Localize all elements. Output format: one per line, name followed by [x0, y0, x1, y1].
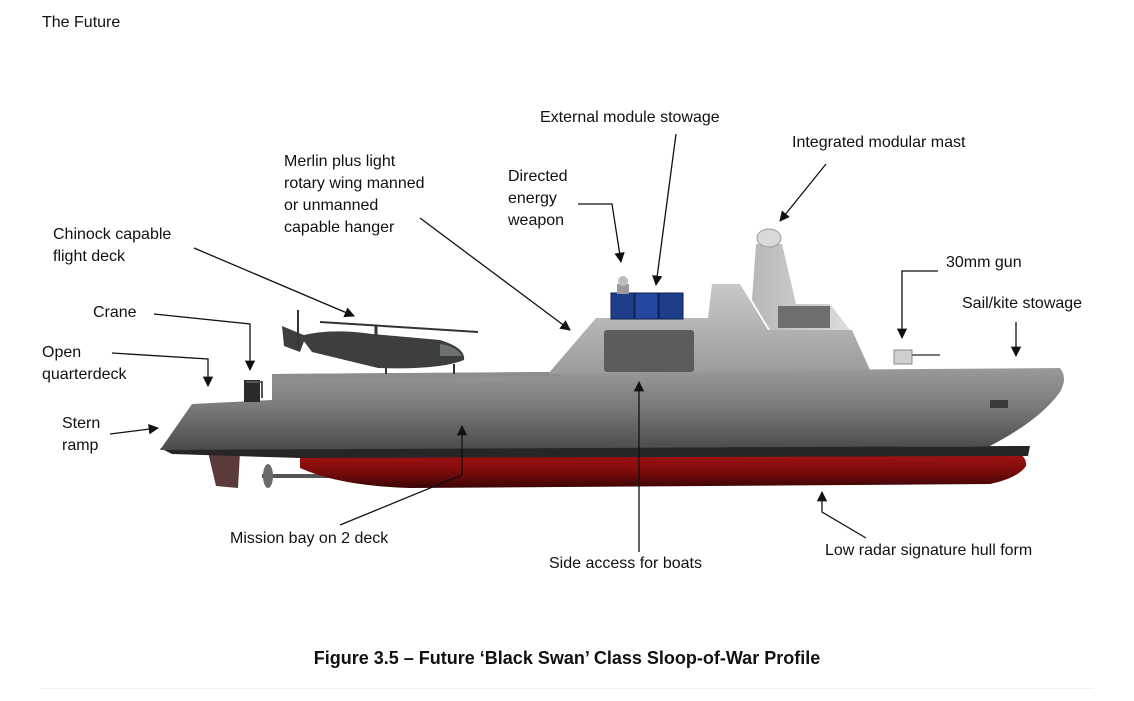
arrow-30mm-gun [896, 270, 938, 340]
arrow-integrated-mast [779, 163, 827, 222]
label-sail-kite-stowage: Sail/kite stowage [962, 295, 1083, 312]
arrow-low-radar-hull [816, 490, 867, 539]
flight-deck [272, 372, 560, 380]
label-directed-energy-weapon: Directed energy weapon [508, 168, 568, 229]
figure-caption: Figure 3.5 – Future ‘Black Swan’ Class S… [313, 648, 821, 668]
label-crane: Crane [93, 304, 137, 321]
label-open-quarterdeck: Open quarterdeck [42, 344, 127, 383]
leader-lines [109, 133, 1022, 552]
hull-main [160, 368, 1064, 450]
side-access-door [604, 330, 694, 372]
external-modules [610, 292, 684, 320]
section-header: The Future [42, 14, 121, 31]
label-side-access-boats: Side access for boats [549, 555, 702, 572]
footer-divider [40, 688, 1094, 689]
arrow-quarterdeck [111, 352, 214, 388]
propeller-shaft [262, 464, 330, 488]
rudder [208, 452, 240, 488]
label-30mm-gun: 30mm gun [946, 254, 1022, 271]
arrow-stern-ramp [109, 424, 160, 435]
label-chinook-flight-deck: Chinock capable flight deck [53, 226, 172, 265]
ship-illustration [160, 228, 1064, 488]
arrow-crane [153, 313, 256, 372]
label-stern-ramp: Stern ramp [62, 415, 101, 454]
gun-30mm-mount [893, 349, 940, 365]
arrow-directed-energy [578, 203, 625, 264]
label-integrated-modular-mast: Integrated modular mast [792, 134, 966, 151]
label-external-module-stowage: External module stowage [540, 109, 720, 126]
hull-dark-band [160, 446, 1030, 458]
directed-energy-weapon-turret [617, 276, 629, 294]
arrow-mission-bay [339, 424, 468, 526]
mast-sensor-window [778, 306, 830, 328]
arrow-chinook-deck [193, 247, 355, 318]
arrow-external-module [652, 133, 677, 287]
stern-crane [244, 380, 263, 402]
mast-radome [756, 228, 782, 248]
label-mission-bay: Mission bay on 2 deck [230, 530, 389, 547]
arrow-merlin-hangar [419, 217, 571, 331]
hull-underwater [300, 448, 1027, 488]
label-merlin-hangar: Merlin plus light rotary wing manned or … [284, 153, 425, 236]
anchor-pocket [990, 400, 1008, 408]
label-low-radar-hull: Low radar signature hull form [825, 542, 1033, 559]
helicopter [282, 310, 479, 374]
